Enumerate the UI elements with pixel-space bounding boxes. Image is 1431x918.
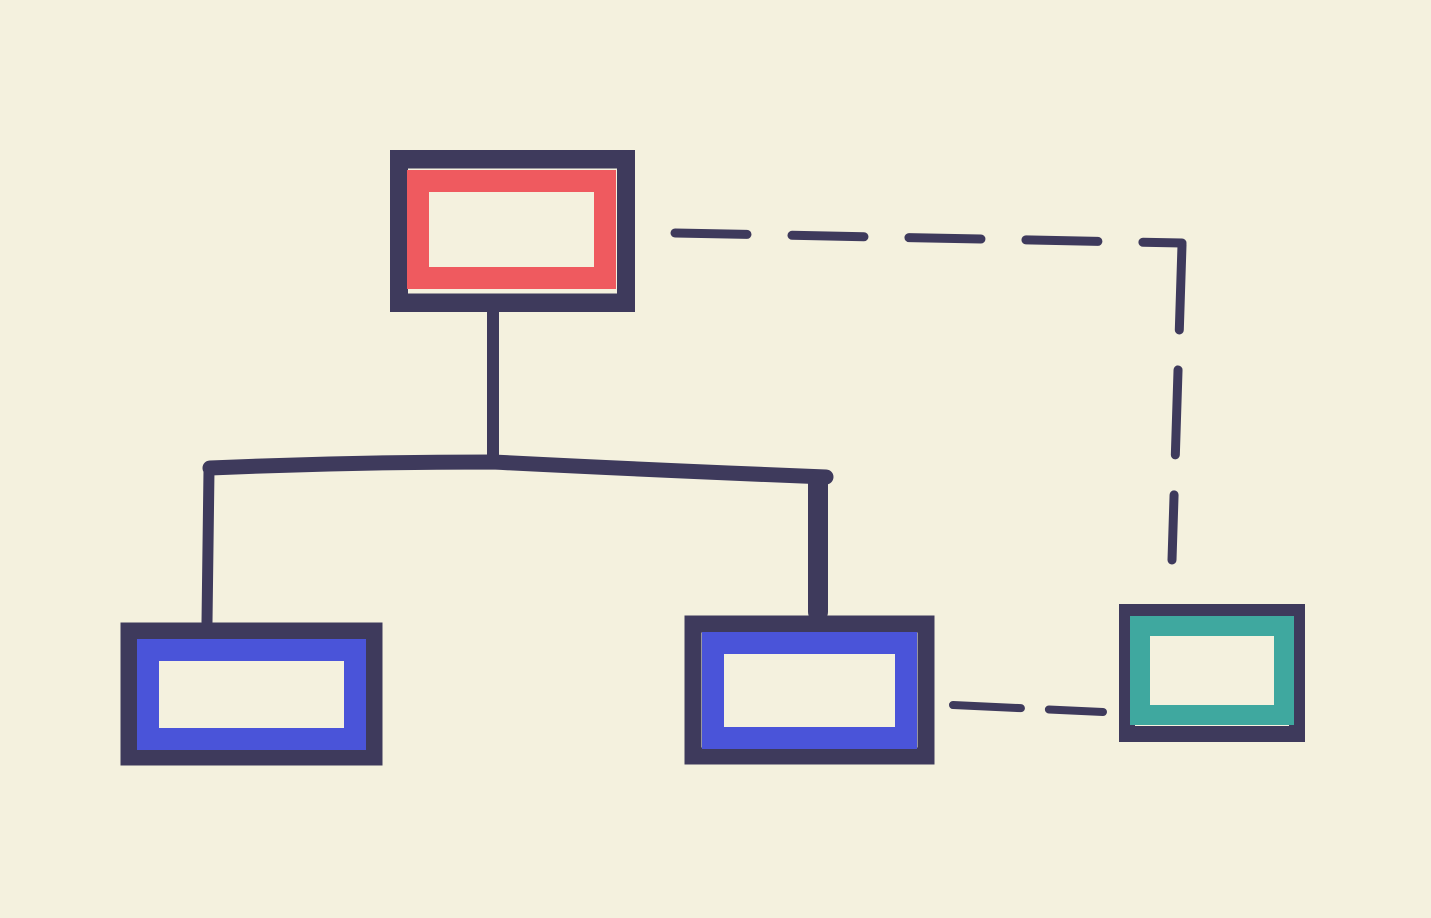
node-side-fill <box>1130 616 1294 725</box>
dash-root-side-vertical <box>1167 240 1187 565</box>
node-child-left-frame <box>120 622 383 766</box>
node-child-left <box>120 622 383 766</box>
node-child-right-fill <box>702 632 917 749</box>
dash-child-side <box>949 701 1107 716</box>
node-child-right <box>684 615 935 765</box>
node-root <box>390 150 635 312</box>
dashed-connectors <box>670 228 1187 716</box>
connector-horizontal-bar <box>202 454 834 485</box>
node-root-frame <box>390 150 635 312</box>
node-child-left-fill <box>137 639 366 750</box>
node-side-frame <box>1119 604 1305 742</box>
dash-root-side-horizontal <box>670 228 1187 248</box>
node-side <box>1119 604 1305 742</box>
connector-left-drop <box>201 464 215 628</box>
solid-connectors <box>201 299 834 628</box>
node-root-fill <box>407 170 616 289</box>
node-child-right-frame <box>684 615 935 765</box>
node-root-inner-edge <box>401 163 624 299</box>
